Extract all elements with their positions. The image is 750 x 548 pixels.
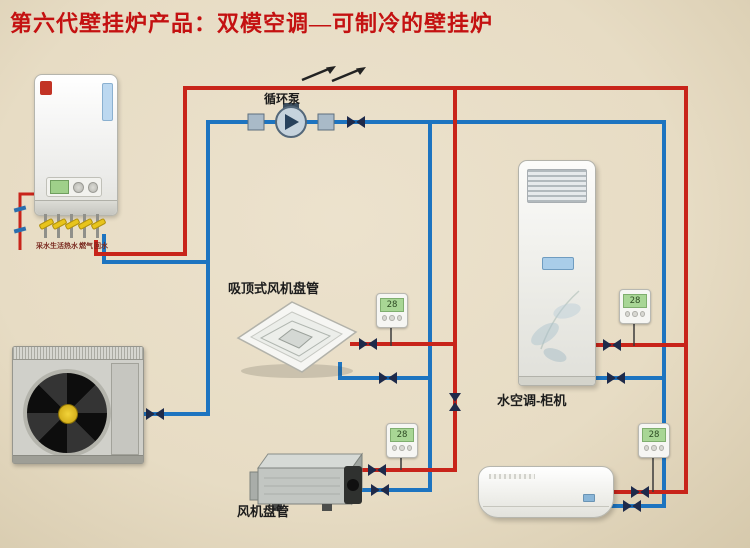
cabinet-base	[519, 376, 595, 385]
duct-label: 风机盘管	[237, 504, 290, 519]
valve-icon	[368, 464, 386, 476]
boiler-energy-sticker	[102, 83, 113, 121]
thermostat: 28	[638, 423, 670, 458]
valve-icon	[631, 486, 649, 498]
boiler-port-label: 燃气	[79, 243, 93, 250]
wall-split-ac-unit	[478, 466, 614, 518]
duct-foot	[272, 504, 282, 511]
boiler-side-valve-handles	[13, 205, 27, 234]
thermostat-display: 28	[390, 428, 414, 442]
button-dot	[396, 315, 402, 321]
valve-icon	[603, 339, 621, 351]
valve-icon	[379, 372, 397, 384]
pump-label: 循环泵	[264, 92, 301, 106]
valve-icon	[359, 338, 377, 350]
button-dot	[625, 311, 631, 317]
split-display	[583, 494, 595, 502]
boiler-display	[50, 180, 69, 194]
boiler-knob	[87, 181, 98, 193]
boiler-port-label: 生活热水	[50, 243, 78, 250]
thermostat-buttons	[392, 445, 412, 451]
thermostat-display: 28	[623, 294, 647, 308]
duct-fan-coil-unit	[249, 452, 363, 511]
button-dot	[644, 445, 650, 451]
thermostat: 28	[376, 293, 408, 328]
button-dot	[389, 315, 395, 321]
cabinet-flower-art	[531, 290, 581, 362]
button-dot	[658, 445, 664, 451]
button-dot	[399, 445, 405, 451]
valves	[146, 116, 649, 512]
cassette-label: 吸顶式风机盘管	[228, 281, 320, 296]
button-dot	[382, 315, 388, 321]
button-dot	[632, 311, 638, 317]
page-title: 第六代壁挂炉产品：双模空调—可制冷的壁挂炉	[10, 11, 494, 36]
valve-icon	[146, 408, 164, 420]
pump-flow-arrow-icon	[285, 114, 299, 130]
button-dot	[651, 445, 657, 451]
button-dot	[406, 445, 412, 451]
boiler-bottom-cover	[35, 200, 117, 215]
floor-cabinet-ac-unit	[518, 160, 596, 386]
button-dot	[392, 445, 398, 451]
thermostat: 28	[619, 289, 651, 324]
circulation-pump-assembly	[247, 103, 335, 138]
ceiling-cassette-unit	[236, 301, 358, 378]
cabinet-air-grille	[527, 169, 587, 203]
flow-arrows-icon	[301, 66, 366, 83]
duct-mounting-flange	[249, 471, 259, 501]
cabinet-label: 水空调-柜机	[497, 393, 567, 408]
heat-exchanger-fins	[13, 347, 143, 360]
cassette-vent-grille	[278, 328, 313, 349]
thermostat-buttons	[382, 315, 402, 321]
thermostat-display: 28	[642, 428, 666, 442]
boiler-port-label: 采水	[36, 243, 50, 250]
boiler-knob	[73, 181, 84, 193]
valve-icon	[347, 116, 365, 128]
fan-icon	[23, 369, 111, 457]
boiler-port-label: 回水	[94, 243, 108, 250]
cabinet-display	[542, 257, 574, 270]
valve-icon	[607, 372, 625, 384]
wall-hung-boiler	[34, 74, 118, 216]
thermostat-buttons	[644, 445, 664, 451]
split-flap-seam	[483, 506, 609, 507]
pipe-fitting	[247, 113, 265, 131]
split-top-vent	[489, 474, 535, 479]
thermostat-buttons	[625, 311, 645, 317]
thermostat-display: 28	[380, 298, 404, 312]
boiler-brand-logo	[40, 81, 52, 95]
pipe-fitting	[317, 113, 335, 131]
button-dot	[639, 311, 645, 317]
outdoor-base	[13, 455, 143, 463]
thermostat: 28	[386, 423, 418, 458]
valve-icon	[449, 393, 461, 411]
outdoor-heat-pump-unit	[12, 346, 144, 464]
thermostat-wires	[390, 322, 654, 492]
boiler-control-panel	[46, 177, 102, 197]
valve-icon	[623, 500, 641, 512]
valve-icon	[371, 484, 389, 496]
fan-hub	[58, 404, 78, 424]
outdoor-side-panel	[111, 363, 139, 455]
duct-foot	[322, 504, 332, 511]
